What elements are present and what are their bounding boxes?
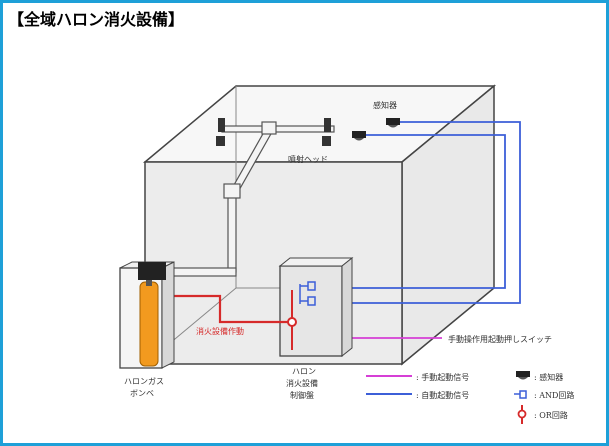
legend: : 手動起動信号 : 自動起動信号 : 感知器 : AND回路 : OR回路: [366, 371, 574, 424]
sensor-dome-icon: [354, 138, 364, 141]
panel-label-line1: ハロン: [292, 367, 316, 376]
sensor-icon: [352, 131, 366, 138]
auto-line-2: [320, 134, 506, 289]
nozzle-left-top: [218, 118, 225, 132]
manual-switch-label: 手動操作用起動押しスイッチ: [448, 334, 552, 344]
legend-or-icon: [517, 409, 527, 419]
auto-line-1: [320, 121, 521, 304]
auto-signal-lines: [320, 121, 521, 304]
cylinder-pipe: [167, 267, 237, 277]
cylinder-label-line1: ハロンガス: [124, 376, 164, 386]
panel-label-line3: 制御盤: [290, 390, 314, 400]
nozzle-heads: [216, 118, 331, 146]
pipe-junction: [261, 121, 277, 135]
legend-sensor-label: : 感知器: [534, 372, 563, 382]
activation-line: [164, 294, 288, 324]
control-panel-box: [279, 265, 343, 357]
legend-manual-label: : 手動起動信号: [416, 372, 469, 382]
cylinder-label-line2: ボンベ: [130, 389, 154, 398]
legend-auto-label: : 自動起動信号: [416, 390, 469, 400]
control-panel: [278, 256, 354, 358]
nozzle-label: 噴射ヘッド: [288, 154, 328, 164]
sensors: [352, 118, 400, 141]
legend-sensor-dome-icon: [518, 377, 528, 380]
control-panel-top: [278, 257, 354, 267]
legend-and-label: : AND回路: [534, 390, 574, 400]
legend-and-icon: [519, 390, 527, 399]
nozzle-right: [322, 136, 331, 146]
cylinder-valve: [138, 262, 166, 280]
nozzle-pipe-horizontal: [221, 125, 335, 133]
or-circuit-icon: [287, 317, 297, 327]
control-panel-side: [341, 256, 353, 358]
activation-label: 消火設備作動: [196, 326, 244, 336]
pipe-elbow: [223, 183, 241, 199]
legend-sensor-icon: [516, 371, 530, 377]
nozzle-left: [216, 136, 225, 146]
cylinder-neck: [146, 280, 152, 286]
sensor-icon: [386, 118, 400, 125]
panel-label-line2: 消火設備: [286, 378, 318, 388]
sensor-dome-icon: [388, 125, 398, 128]
halon-cylinder: [139, 281, 159, 367]
sensor-label: 感知器: [373, 100, 397, 110]
room-front-wall: [144, 161, 403, 365]
legend-or-label: : OR回路: [534, 410, 568, 420]
cabinet-side: [161, 261, 175, 369]
cylinder-cabinet: [119, 261, 175, 369]
nozzle-right-top: [324, 118, 331, 132]
diagram-title: 【全域ハロン消火設備】: [8, 10, 185, 29]
riser-pipe: [227, 189, 237, 273]
